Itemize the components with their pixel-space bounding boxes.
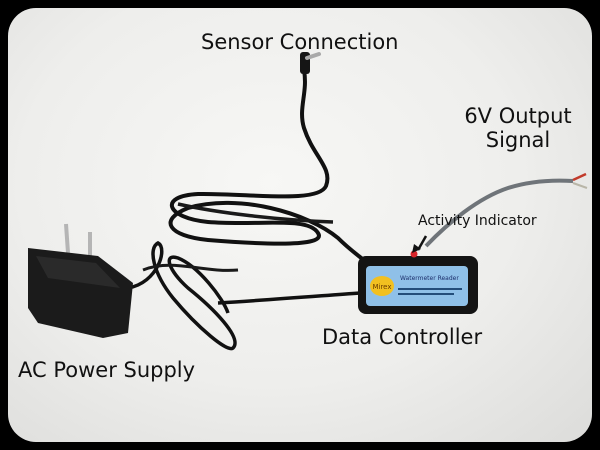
wire-tip-bare [572,182,588,189]
wire-tip-red [572,172,587,182]
ac-power-supply-label: AC Power Supply [18,358,196,382]
output-signal-label-line1: 6V Output [464,104,572,128]
product-photo: Mirex Watermeter Reader Sensor Connectio… [8,8,592,442]
power-cable-lead [217,291,361,305]
power-cable-extra [142,263,239,272]
controller-logo [370,276,394,296]
sensor-jack-body [300,52,310,74]
activity-indicator-label: Activity Indicator [418,213,537,229]
controller-brand-text: Mirex [372,283,391,291]
sensor-connection-label: Sensor Connection [201,30,399,54]
activity-arrowhead [412,244,421,253]
controller-product-text: Watermeter Reader [400,275,459,282]
sensor-cable [168,69,372,268]
controller-text-lines [398,288,462,290]
ac-adapter-highlight [36,256,120,288]
controller-text-lines-2 [398,293,454,295]
data-controller-label: Data Controller [322,325,483,349]
output-signal-wire [424,178,574,248]
power-cable [127,241,237,351]
sensor-jack-plug [305,52,321,60]
controller-label-panel [366,266,468,306]
output-signal-label: 6V Output Signal [463,104,573,152]
sensor-cable-loop [177,202,334,224]
output-signal-label-line2: Signal [485,128,551,153]
activity-arrow [416,235,428,251]
product-illustration: Mirex Watermeter Reader [28,52,588,351]
